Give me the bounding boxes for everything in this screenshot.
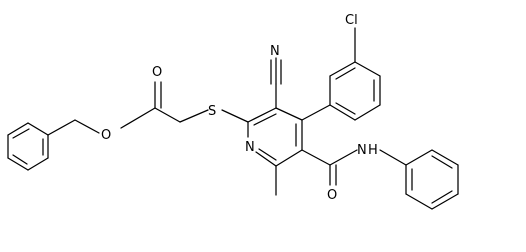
sulfur-label: S <box>208 104 216 119</box>
bond <box>27 122 49 136</box>
bond <box>329 104 356 121</box>
ester-linker <box>47 81 249 136</box>
bond <box>431 193 459 210</box>
chlorophenyl-ring <box>301 27 381 121</box>
carbonyl-oxygen-label: O <box>152 65 162 80</box>
aromatic-inner-bond <box>12 128 30 139</box>
bond <box>354 61 381 77</box>
aromatic-inner-bond <box>431 190 453 204</box>
bond <box>329 61 356 77</box>
aromatic-inner-bond <box>335 102 356 115</box>
bond <box>354 104 381 121</box>
pyridine-nitrogen-label: N <box>245 140 255 155</box>
anilide-phenyl-ring <box>379 149 459 210</box>
amide-oxygen-label: O <box>327 188 337 203</box>
chlorine-label: Cl <box>345 13 358 28</box>
pyridine-ring <box>247 107 303 167</box>
bond <box>120 107 156 129</box>
bond <box>301 104 331 121</box>
bond <box>154 107 181 123</box>
bond <box>247 107 277 123</box>
bond <box>27 157 49 171</box>
bond <box>74 119 100 134</box>
aromatic-inner-bond <box>253 113 277 126</box>
bond <box>431 149 459 166</box>
bond <box>7 157 29 171</box>
bond <box>329 149 358 166</box>
aromatic-inner-bond <box>12 154 28 165</box>
bond <box>7 122 29 136</box>
bond <box>405 193 433 210</box>
bond <box>275 149 303 167</box>
nitrile-group <box>270 57 282 109</box>
bond <box>379 149 407 166</box>
ester-oxygen-label: O <box>101 128 111 143</box>
nitrile-nitrogen-label: N <box>270 44 280 59</box>
aromatic-inner-bond <box>335 67 356 80</box>
bond <box>255 151 277 167</box>
aromatic-inner-bond <box>431 155 453 169</box>
bond <box>301 149 331 166</box>
bond <box>47 119 76 136</box>
amide-hydrogen-label: H <box>368 143 378 158</box>
benzyl-phenyl-ring <box>7 122 49 171</box>
bond <box>179 109 209 123</box>
bond <box>221 109 249 123</box>
bond <box>275 107 303 121</box>
amide-nitrogen-label: N <box>357 143 367 158</box>
amide-group <box>301 149 358 186</box>
aromatic-inner-bond <box>258 148 277 161</box>
bond <box>405 149 433 166</box>
